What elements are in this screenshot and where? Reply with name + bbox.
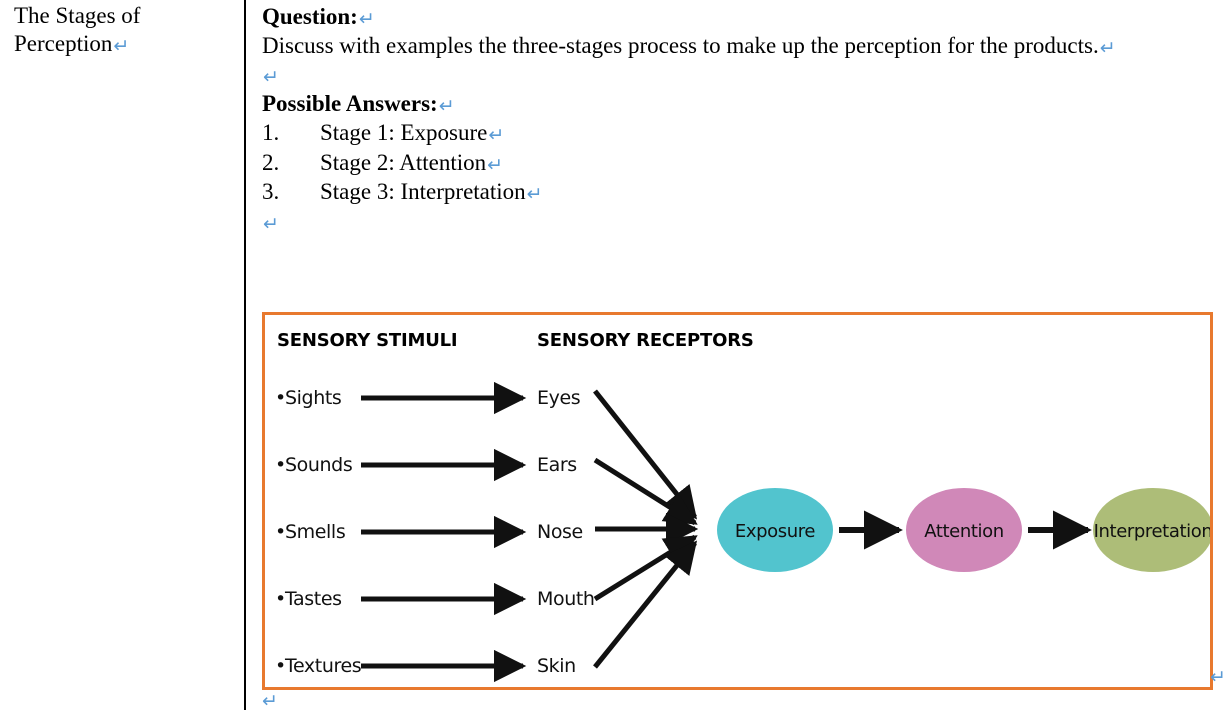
diagram-heading-left: SENSORY STIMULI [277,330,457,351]
title-line-2-text: Perception [14,31,113,56]
title-line-1: The Stages of [14,2,228,30]
title-line-2: Perception↵ [14,30,228,58]
question-heading: Question:↵ [262,2,1220,31]
paragraph-mark-icon: ↵ [263,66,279,88]
stimulus-bullet-2: • [275,521,286,543]
arrow-converge-4 [593,540,698,669]
list-item-label: Stage 1: Exposure [320,120,488,145]
answers-heading-text: Possible Answers: [262,91,438,116]
paragraph-mark-icon: ↵ [1099,37,1116,59]
list-item: 3. Stage 3: Interpretation↵ [262,177,1220,207]
stage-ellipse-interpretation [1093,488,1210,572]
paragraph-mark-icon: ↵ [526,183,543,205]
paragraph-mark-icon: ↵ [488,124,505,146]
empty-paragraph-1: ↵ [262,60,1220,89]
question-body: Discuss with examples the three-stages p… [262,31,1220,60]
stimulus-label-4: Textures [284,655,361,677]
receptor-label-0: Eyes [537,387,580,409]
list-item-number: 1. [262,120,280,145]
receptor-label-3: Mouth [537,588,595,610]
paragraph-mark-icon: ↵ [487,153,504,176]
arrow-converge-0 [593,389,698,520]
answers-list: 1.Stage 1: Exposure↵ 2.Stage 2: Attentio… [262,118,1220,207]
paragraph-mark-icon: ↵ [263,212,279,235]
list-item-label: Stage 2: Attention [320,149,487,175]
list-item-number: 3. [262,179,280,204]
question-body-text: Discuss with examples the three-stages p… [262,33,1099,58]
arrow-converge-3 [593,534,698,602]
title-line-1-text: The Stages of [14,3,141,28]
list-item: 1. Stage 1: Exposure↵ [262,118,1220,148]
stimulus-label-1: Sounds [285,454,352,476]
receptor-label-1: Ears [537,454,577,476]
stimulus-bullet-4: • [275,655,286,677]
table-column-divider [244,0,246,710]
stage-ellipse-exposure [717,488,833,572]
list-item: 2. Stage 2: Attention↵ [262,148,1220,178]
receptor-label-4: Skin [537,655,576,677]
paragraph-mark-icon: ↵ [1210,666,1226,688]
diagram-heading-right: SENSORY RECEPTORS [537,330,754,351]
question-heading-text: Question: [262,4,358,29]
paragraph-mark-icon: ↵ [358,8,375,30]
table-cell-content: Question:↵ Discuss with examples the thr… [246,0,1228,710]
stimulus-label-3: Tastes [284,588,342,610]
empty-paragraph-2: ↵ [262,207,1220,236]
stimulus-label-2: Smells [285,521,345,543]
stimulus-label-0: Sights [285,387,341,409]
perception-stages-diagram: SENSORY STIMULI SENSORY RECEPTORS • Sigh… [262,312,1213,690]
paragraph-mark-icon: ↵ [438,95,455,117]
stimulus-bullet-0: • [275,387,286,409]
list-item-label: Stage 3: Interpretation [320,179,526,204]
stage-label-attention: Attention [924,521,1003,542]
answers-heading: Possible Answers:↵ [262,89,1220,118]
receptor-label-2: Nose [537,521,583,543]
list-item-number: 2. [262,149,280,175]
stage-label-exposure: Exposure [735,521,815,542]
table-cell-title: The Stages of Perception↵ [0,0,236,58]
arrow-converge-1 [593,457,698,526]
stage-ellipse-attention [906,488,1022,572]
paragraph-mark-icon: ↵ [262,690,278,712]
stage-label-interpretation: Interpretation [1094,521,1210,542]
stimulus-bullet-1: • [275,454,286,476]
stimulus-bullet-3: • [275,588,286,610]
diagram-canvas: SENSORY STIMULI SENSORY RECEPTORS • Sigh… [275,330,1210,683]
paragraph-mark-icon: ↵ [113,35,130,57]
